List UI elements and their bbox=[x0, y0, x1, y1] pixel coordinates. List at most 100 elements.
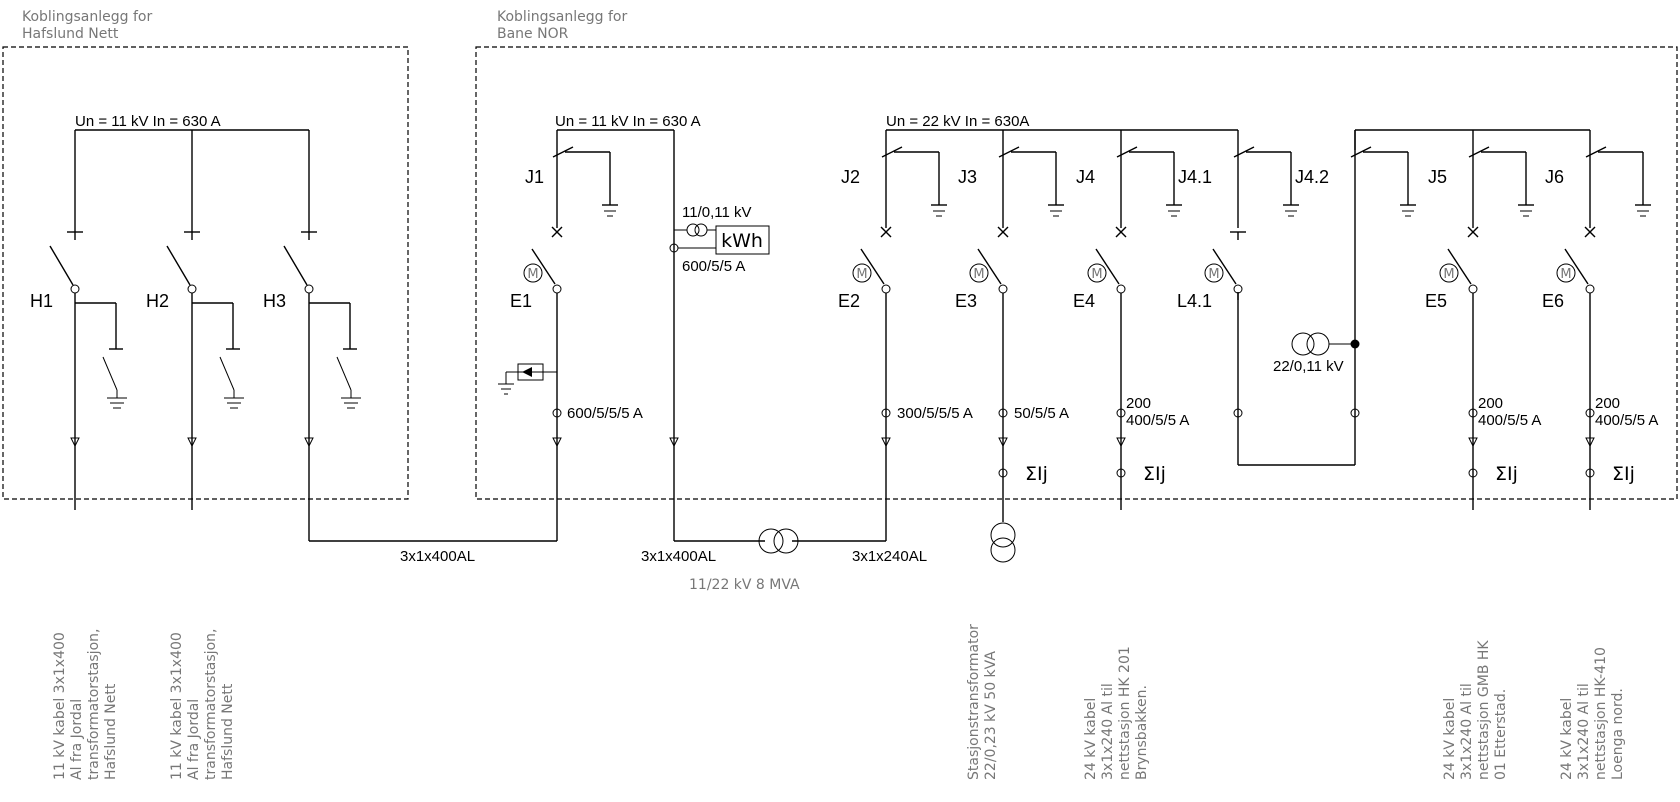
cable-label-h3-e1: 3x1x400AL bbox=[400, 548, 475, 565]
feeder-J4.1: M J4.1L4.1 bbox=[1177, 146, 1299, 311]
sum-current-E5: ΣIj bbox=[1495, 463, 1518, 485]
caption-h1: 11 kV kabel 3x1x400 Al fra Jordal transf… bbox=[52, 629, 119, 780]
switch-H1 bbox=[49, 245, 128, 510]
main-transformer-rating: 11/22 kV 8 MVA bbox=[689, 577, 800, 593]
caption-e6-line2: 3x1x240 Al til bbox=[1576, 683, 1592, 780]
caption-h1-line4: Hafslund Nett bbox=[103, 683, 119, 780]
switch-label-E5: E5 bbox=[1425, 291, 1447, 311]
left-box-title-2: Hafslund Nett bbox=[22, 26, 119, 42]
switch-label-H3: H3 bbox=[263, 291, 286, 311]
kwh-meter-label: kWh bbox=[721, 230, 763, 252]
switch-label-J2: J2 bbox=[841, 167, 860, 187]
station-transformer bbox=[990, 500, 1016, 563]
sum-current-E3: ΣIj bbox=[1025, 463, 1048, 485]
caption-e3-line1: Stasjonstransformator bbox=[966, 624, 982, 780]
ct-rating-b-E6: 400/5/5 A bbox=[1595, 412, 1658, 429]
ct-rating-a-E4: 200 bbox=[1126, 395, 1151, 412]
caption-h2-line2: Al fra Jordal bbox=[186, 699, 202, 780]
motor-letter-E3: M bbox=[973, 267, 984, 282]
caption-h2-line1: 11 kV kabel 3x1x400 bbox=[169, 632, 185, 780]
switch-label-L4.1: L4.1 bbox=[1177, 291, 1212, 311]
motor-letter-E1: M bbox=[527, 267, 538, 282]
ct-rating-E1: 600/5/5/5 A bbox=[567, 405, 643, 422]
caption-h1-line2: Al fra Jordal bbox=[69, 699, 85, 780]
ct-rating-a-E5: 200 bbox=[1478, 395, 1503, 412]
caption-e3-line2: 22/0,23 kV 50 kVA bbox=[983, 651, 999, 780]
caption-e5-line3: nettstasjon GMB HK bbox=[1476, 640, 1492, 780]
motor-letter-E4: M bbox=[1091, 267, 1102, 282]
bane-22kv-busbar-rating: Un = 22 kV In = 630A bbox=[886, 113, 1029, 130]
switch-label-H2: H2 bbox=[146, 291, 169, 311]
switch-label-J1: J1 bbox=[525, 167, 544, 187]
caption-e4: 24 kV kabel 3x1x240 Al til nettstasjon H… bbox=[1083, 646, 1150, 780]
ct-rating-E2: 300/5/5/5 A bbox=[897, 405, 973, 422]
switch-label-H1: H1 bbox=[30, 291, 53, 311]
bane-nor-switchgear-box bbox=[475, 46, 1678, 500]
switch-label-E2: E2 bbox=[838, 291, 860, 311]
caption-e6-line1: 24 kV kabel bbox=[1559, 698, 1575, 780]
bane-11kv-busbar bbox=[556, 129, 675, 541]
cable-label-tr-e2: 3x1x240AL bbox=[852, 548, 927, 565]
feeder-E1 bbox=[498, 146, 619, 448]
sum-current-E4: ΣIj bbox=[1143, 463, 1166, 485]
switch-label-E6: E6 bbox=[1542, 291, 1564, 311]
caption-e6: 24 kV kabel 3x1x240 Al til nettstasjon H… bbox=[1559, 647, 1626, 780]
caption-e5: 24 kV kabel 3x1x240 Al til nettstasjon G… bbox=[1442, 640, 1509, 780]
caption-h1-line3: transformatorstasjon, bbox=[86, 629, 102, 780]
switch-label-J4.2: J4.2 bbox=[1295, 167, 1329, 187]
caption-e3: Stasjonstransformator 22/0,23 kV 50 kVA bbox=[966, 624, 999, 780]
caption-e4-line2: 3x1x240 Al til bbox=[1100, 683, 1116, 780]
switch-label-J3: J3 bbox=[958, 167, 977, 187]
caption-e6-line3: nettstasjon HK-410 bbox=[1593, 647, 1609, 780]
switch-H3 bbox=[283, 245, 362, 541]
caption-e5-line2: 3x1x240 Al til bbox=[1459, 683, 1475, 780]
hafslund-busbar-rating: Un = 11 kV In = 630 A bbox=[75, 113, 221, 130]
left-box-title-1: Koblingsanlegg for bbox=[22, 9, 152, 25]
switch-H2 bbox=[166, 245, 245, 510]
meter-ct-rating: 600/5/5 A bbox=[682, 258, 745, 275]
motor-letter-E5: M bbox=[1443, 267, 1454, 282]
right-box-title-1: Koblingsanlegg for bbox=[497, 9, 627, 25]
caption-e6-line4: Loenga nord. bbox=[1610, 688, 1626, 780]
caption-h1-line1: 11 kV kabel 3x1x400 bbox=[52, 632, 68, 780]
switch-label-E1: E1 bbox=[510, 291, 532, 311]
motor-drive-E1: M bbox=[523, 263, 543, 283]
kwh-metering: kWh bbox=[669, 223, 770, 255]
motor-letter-E6: M bbox=[1560, 267, 1571, 282]
cable-h3-e1 bbox=[309, 300, 558, 542]
hafslund-busbar bbox=[67, 129, 317, 240]
meter-vt-rating: 11/0,11 kV bbox=[682, 204, 752, 221]
motor-letter-E2: M bbox=[856, 267, 867, 282]
motor-letter-L4.1: M bbox=[1208, 267, 1219, 282]
switch-label-J4: J4 bbox=[1076, 167, 1095, 187]
right-box-title-2: Bane NOR bbox=[497, 26, 569, 42]
feeder-J4.2 bbox=[1350, 146, 1416, 217]
cable-end-11kv bbox=[669, 437, 679, 448]
switch-label-J5: J5 bbox=[1428, 167, 1447, 187]
tie-J4.2-aux-transformer bbox=[1233, 150, 1360, 466]
cable-label-bus11-tr: 3x1x400AL bbox=[641, 548, 716, 565]
switch-label-E3: E3 bbox=[955, 291, 977, 311]
ct-rating-E3: 50/5/5 A bbox=[1014, 405, 1069, 422]
ct-rating-a-E6: 200 bbox=[1595, 395, 1620, 412]
switch-label-E4: E4 bbox=[1073, 291, 1095, 311]
caption-e5-line1: 24 kV kabel bbox=[1442, 698, 1458, 780]
caption-e4-line4: Brynsbakken. bbox=[1134, 685, 1150, 780]
ct-rating-b-E5: 400/5/5 A bbox=[1478, 412, 1541, 429]
switch-label-J4.1: J4.1 bbox=[1178, 167, 1212, 187]
cable-to-main-transformer bbox=[674, 300, 887, 554]
bane-22kv-busbar bbox=[885, 129, 1591, 150]
caption-e5-line4: 01 Etterstad. bbox=[1493, 689, 1509, 780]
caption-h2-line3: transformatorstasjon, bbox=[203, 629, 219, 780]
caption-e4-line1: 24 kV kabel bbox=[1083, 698, 1099, 780]
hafslund-switchgear-box bbox=[2, 46, 409, 500]
ct-rating-b-E4: 400/5/5 A bbox=[1126, 412, 1189, 429]
caption-e4-line3: nettstasjon HK 201 bbox=[1117, 646, 1133, 780]
caption-h2: 11 kV kabel 3x1x400 Al fra Jordal transf… bbox=[169, 629, 236, 780]
